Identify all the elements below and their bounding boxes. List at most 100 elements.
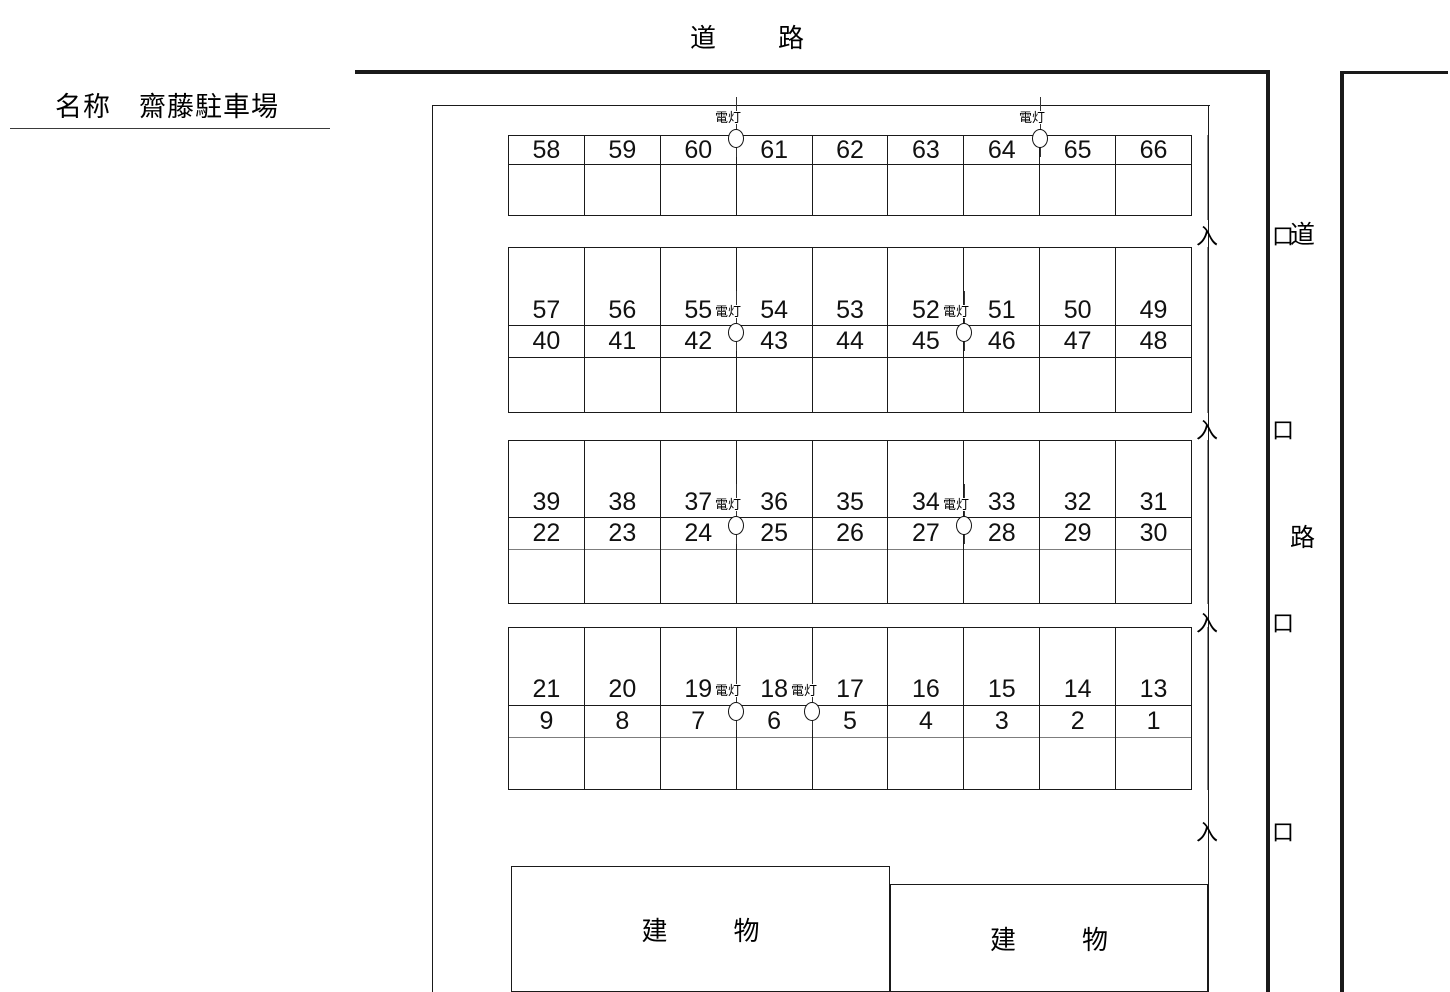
parking-slot-37[interactable]: 37 [660, 488, 736, 518]
parking-slot-body [964, 738, 1039, 791]
parking-slot-65[interactable]: 65 [1040, 136, 1116, 165]
parking-slot-body [1040, 628, 1115, 674]
aisle-guide-3 [1207, 440, 1208, 604]
parking-slot-15[interactable]: 15 [964, 674, 1040, 706]
parking-slot-24[interactable]: 24 [660, 518, 736, 550]
parking-slot-25[interactable]: 25 [736, 518, 812, 550]
parking-slot-body [737, 441, 812, 488]
parking-slot-58[interactable]: 58 [509, 136, 584, 165]
parking-slot-5[interactable]: 5 [812, 706, 888, 738]
parking-slot-body [964, 248, 1039, 296]
parking-slot-30[interactable]: 30 [1116, 518, 1192, 550]
parking-slot-26[interactable]: 26 [812, 518, 888, 550]
parking-slot-body [813, 550, 888, 605]
parking-slot-body [813, 248, 888, 296]
parking-slot-32[interactable]: 32 [1040, 488, 1116, 518]
parking-slot-54[interactable]: 54 [736, 296, 812, 326]
parking-slot-22[interactable]: 22 [509, 518, 584, 550]
parking-slot-66[interactable]: 66 [1116, 136, 1192, 165]
parking-slot-27[interactable]: 27 [888, 518, 964, 550]
parking-column: 59 [584, 136, 661, 215]
parking-slot-63[interactable]: 63 [888, 136, 964, 165]
parking-slot-body [661, 628, 736, 674]
parking-slot-28[interactable]: 28 [964, 518, 1040, 550]
parking-slot-39[interactable]: 39 [509, 488, 584, 518]
parking-slot-53[interactable]: 53 [812, 296, 888, 326]
parking-slot-17[interactable]: 17 [812, 674, 888, 706]
parking-slot-21[interactable]: 21 [509, 674, 584, 706]
parking-slot-64[interactable]: 64 [964, 136, 1040, 165]
parking-slot-34[interactable]: 34 [888, 488, 964, 518]
parking-slot-31[interactable]: 31 [1116, 488, 1192, 518]
parking-slot-55[interactable]: 55 [660, 296, 736, 326]
parking-slot-41[interactable]: 41 [584, 326, 660, 358]
aisle-guide-2 [1207, 247, 1208, 413]
parking-slot-45[interactable]: 45 [888, 326, 964, 358]
parking-slot-20[interactable]: 20 [584, 674, 660, 706]
parking-slot-60[interactable]: 60 [660, 136, 736, 165]
parking-slot-48[interactable]: 48 [1116, 326, 1192, 358]
parking-slot-16[interactable]: 16 [888, 674, 964, 706]
road-top-edge-line [355, 70, 1270, 74]
parking-slot-body [813, 358, 888, 414]
parking-slot-2[interactable]: 2 [1040, 706, 1116, 738]
parking-slot-1[interactable]: 1 [1116, 706, 1192, 738]
parking-slot-36[interactable]: 36 [736, 488, 812, 518]
parking-slot-62[interactable]: 62 [812, 136, 888, 165]
parking-slot-51[interactable]: 51 [964, 296, 1040, 326]
parking-slot-43[interactable]: 43 [736, 326, 812, 358]
parking-slot-29[interactable]: 29 [1040, 518, 1116, 550]
parking-slot-14[interactable]: 14 [1040, 674, 1116, 706]
parking-slot-18[interactable]: 18 [736, 674, 812, 706]
parking-slot-body [813, 441, 888, 488]
parking-slot-6[interactable]: 6 [736, 706, 812, 738]
aisle-guide-1 [1207, 135, 1208, 220]
aisle-guide-4 [1207, 627, 1208, 790]
parking-slot-38[interactable]: 38 [584, 488, 660, 518]
parking-slot-42[interactable]: 42 [660, 326, 736, 358]
parking-slot-19[interactable]: 19 [660, 674, 736, 706]
parking-slot-8[interactable]: 8 [584, 706, 660, 738]
parking-slot-47[interactable]: 47 [1040, 326, 1116, 358]
road-right-top-cap-line [1340, 71, 1448, 74]
street-light-label: 電灯 [1018, 110, 1047, 125]
parking-slot-40[interactable]: 40 [509, 326, 584, 358]
page-title: 名称 齋藤駐車場 [55, 92, 279, 122]
parking-slot-49[interactable]: 49 [1116, 296, 1192, 326]
parking-slot-body [737, 550, 812, 605]
parking-slot-56[interactable]: 56 [584, 296, 660, 326]
parking-slot-13[interactable]: 13 [1116, 674, 1192, 706]
parking-slot-33[interactable]: 33 [964, 488, 1040, 518]
parking-slot-4[interactable]: 4 [888, 706, 964, 738]
parking-slot-7[interactable]: 7 [660, 706, 736, 738]
parking-slot-44[interactable]: 44 [812, 326, 888, 358]
parking-column: 61 [736, 136, 813, 215]
parking-slot-59[interactable]: 59 [584, 136, 660, 165]
parking-slot-57[interactable]: 57 [509, 296, 584, 326]
parking-slot-52[interactable]: 52 [888, 296, 964, 326]
parking-slot-35[interactable]: 35 [812, 488, 888, 518]
street-light-pole [736, 97, 737, 157]
parking-slot-body [585, 628, 660, 674]
parking-slot-46[interactable]: 46 [964, 326, 1040, 358]
parking-slot-23[interactable]: 23 [584, 518, 660, 550]
parking-slot-50[interactable]: 50 [1040, 296, 1116, 326]
entrance-label: 入 口 [1196, 224, 1311, 249]
parking-slot-61[interactable]: 61 [736, 136, 812, 165]
parking-slot-9[interactable]: 9 [509, 706, 584, 738]
parking-slot-3[interactable]: 3 [964, 706, 1040, 738]
parking-slot-body [509, 738, 584, 791]
street-light-bulb-icon [728, 516, 744, 535]
